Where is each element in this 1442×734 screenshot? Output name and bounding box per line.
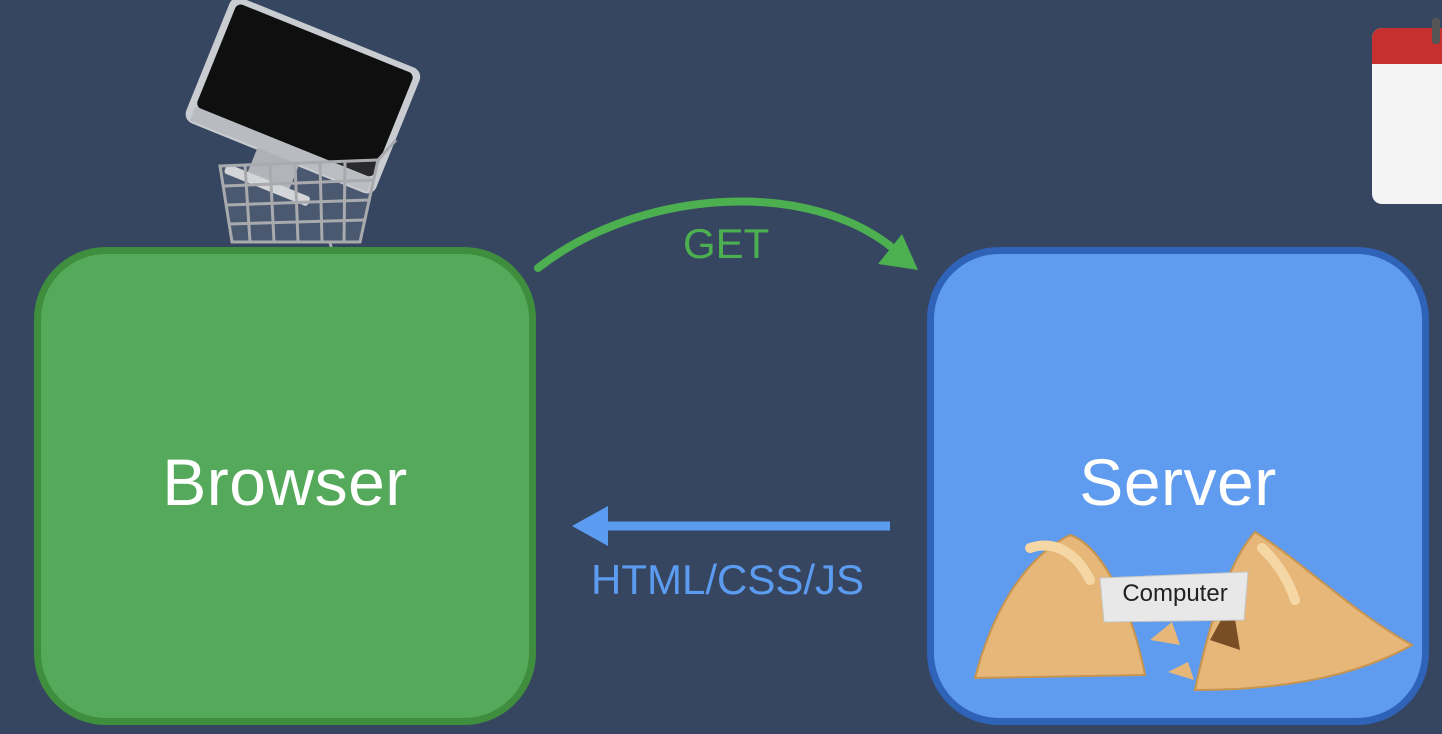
fortune-slip-text: Computer bbox=[1122, 580, 1228, 607]
browser-label: Browser bbox=[162, 445, 408, 519]
response-arrow-label: HTML/CSS/JS bbox=[591, 556, 865, 603]
browser-node: Browser bbox=[34, 247, 536, 725]
server-node: Server bbox=[927, 247, 1429, 725]
imac-computer-icon bbox=[185, 0, 421, 206]
response-arrow bbox=[572, 506, 890, 546]
server-label: Server bbox=[1079, 445, 1277, 519]
get-arrow bbox=[534, 197, 918, 272]
fortune-cookie-icon bbox=[973, 530, 1415, 692]
calendar-icon bbox=[1372, 18, 1442, 204]
get-arrow-label: GET bbox=[683, 220, 770, 267]
